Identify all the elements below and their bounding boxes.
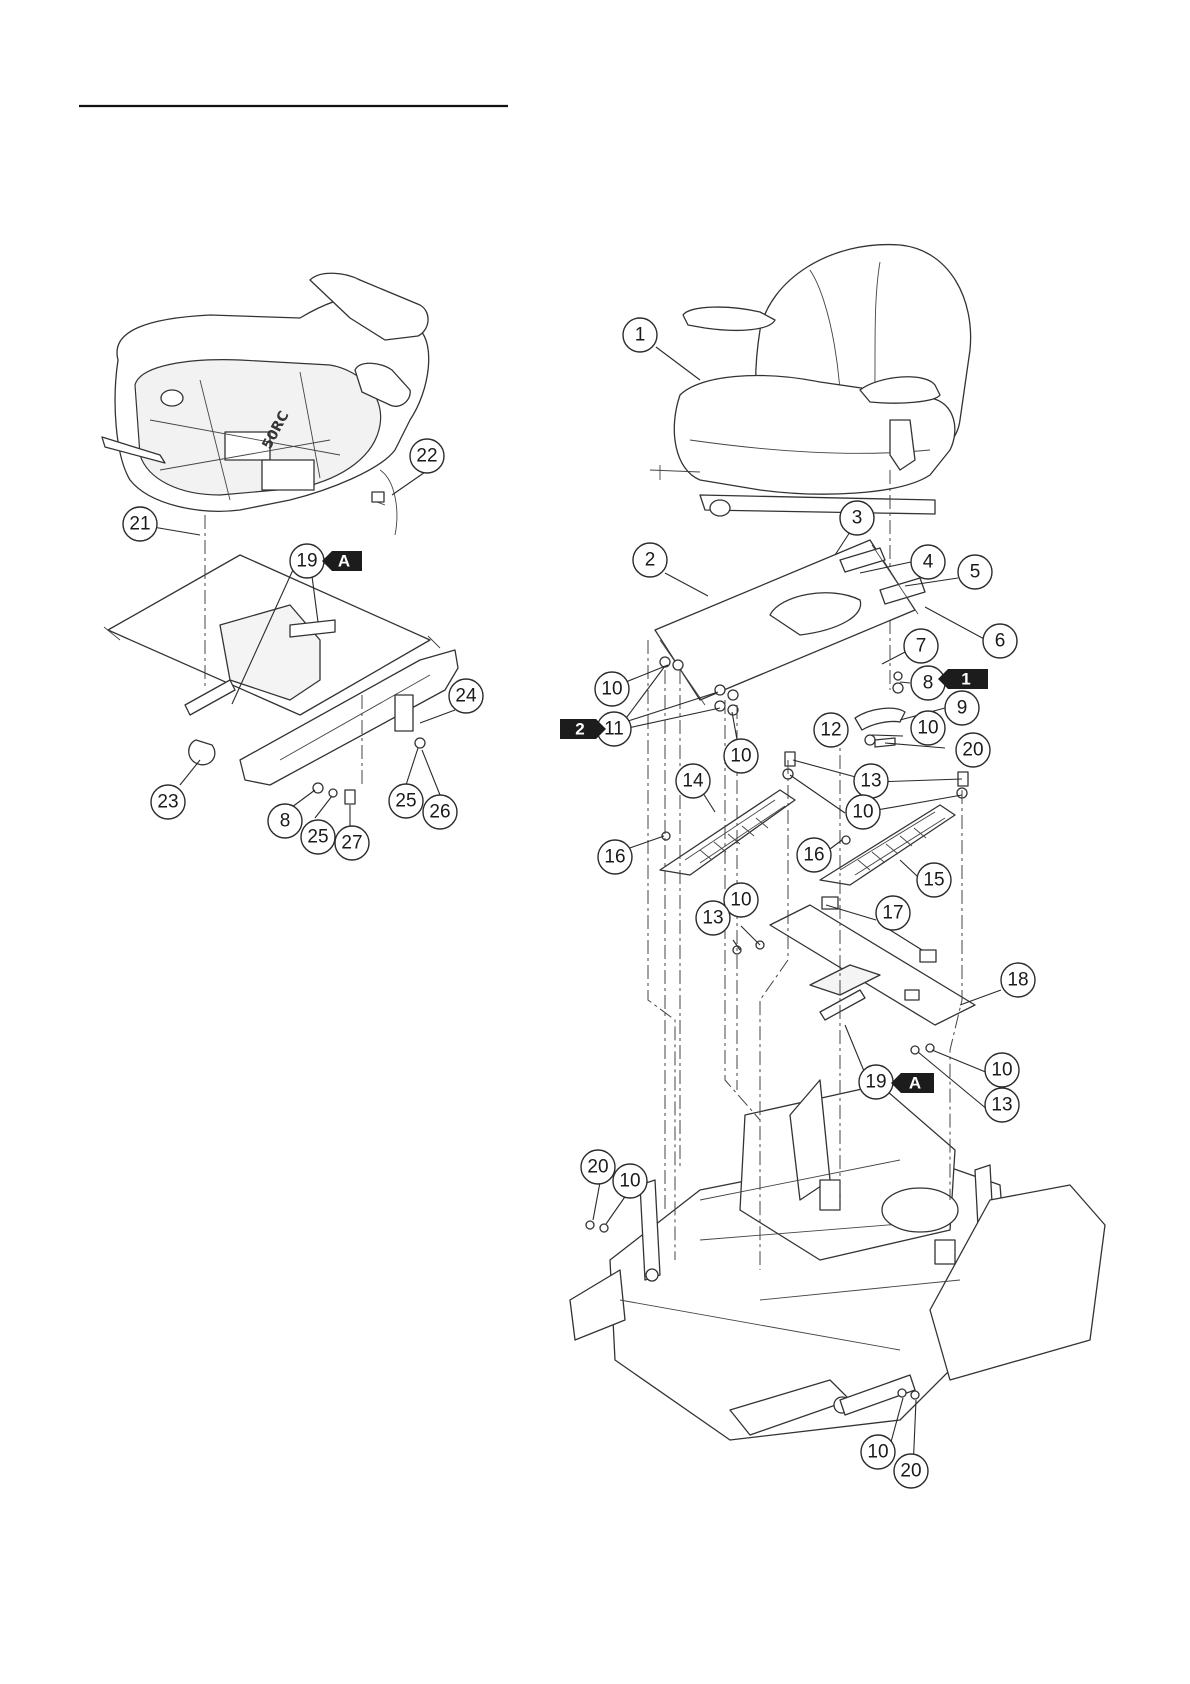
svg-text:A: A: [338, 552, 350, 571]
svg-text:9: 9: [957, 698, 968, 719]
callout-20-b: 20: [581, 1150, 615, 1184]
svg-text:A: A: [909, 1074, 921, 1093]
flag-1: 1: [938, 669, 988, 689]
svg-text:1: 1: [635, 325, 646, 346]
callout-26: 26: [423, 795, 457, 829]
callout-2: 2: [633, 543, 667, 577]
callout-17: 17: [876, 896, 910, 930]
callout-20-a: 20: [956, 733, 990, 767]
svg-text:4: 4: [923, 552, 934, 573]
callout-9: 9: [945, 691, 979, 725]
callout-10-f: 10: [985, 1053, 1019, 1087]
callout-8-right: 8: [911, 666, 945, 700]
svg-text:10: 10: [730, 890, 751, 911]
callout-19-b: 19: [859, 1065, 893, 1099]
svg-text:16: 16: [604, 847, 625, 868]
svg-text:10: 10: [867, 1442, 888, 1463]
svg-text:13: 13: [991, 1095, 1012, 1116]
callout-8-left: 8: [268, 804, 302, 838]
callout-25-a: 25: [389, 784, 423, 818]
svg-text:23: 23: [157, 792, 178, 813]
callout-23: 23: [151, 785, 185, 819]
flag-a-top: A: [322, 551, 362, 571]
svg-text:8: 8: [923, 673, 934, 694]
svg-text:26: 26: [429, 802, 450, 823]
frame: [570, 1080, 1105, 1440]
left-seat-plate: [104, 515, 458, 804]
svg-text:12: 12: [820, 720, 841, 741]
svg-text:13: 13: [860, 771, 881, 792]
left-seat-underside: 50RC: [102, 273, 429, 535]
svg-text:13: 13: [702, 908, 723, 929]
svg-text:10: 10: [991, 1060, 1012, 1081]
svg-text:2: 2: [575, 720, 584, 739]
callout-25-b: 25: [301, 820, 335, 854]
svg-text:20: 20: [900, 1461, 921, 1482]
svg-text:22: 22: [416, 446, 437, 467]
callout-10-g: 10: [613, 1164, 647, 1198]
svg-text:17: 17: [882, 903, 903, 924]
svg-text:21: 21: [129, 514, 150, 535]
callout-19-a: 19: [290, 544, 324, 578]
callout-13-a: 13: [854, 764, 888, 798]
callout-15: 15: [917, 863, 951, 897]
svg-text:10: 10: [852, 802, 873, 823]
callout-6: 6: [983, 624, 1017, 658]
seat-plate: [655, 540, 925, 705]
svg-text:20: 20: [587, 1157, 608, 1178]
svg-text:10: 10: [619, 1171, 640, 1192]
callout-1: 1: [623, 318, 657, 352]
svg-text:25: 25: [395, 791, 416, 812]
callout-14: 14: [676, 764, 710, 798]
callout-10-d: 10: [846, 795, 880, 829]
svg-text:25: 25: [307, 827, 328, 848]
svg-text:10: 10: [601, 679, 622, 700]
callout-16-b: 16: [797, 838, 831, 872]
svg-text:8: 8: [280, 811, 291, 832]
callout-12: 12: [814, 713, 848, 747]
callout-3: 3: [840, 501, 874, 535]
svg-text:10: 10: [730, 746, 751, 767]
svg-text:19: 19: [865, 1072, 886, 1093]
callout-24: 24: [449, 679, 483, 713]
callout-5: 5: [958, 555, 992, 589]
svg-text:5: 5: [970, 562, 981, 583]
flag-a-bottom: A: [891, 1073, 934, 1093]
svg-text:11: 11: [604, 719, 624, 740]
svg-text:14: 14: [682, 771, 704, 792]
callout-21: 21: [123, 507, 157, 541]
svg-text:1: 1: [961, 670, 970, 689]
svg-text:19: 19: [296, 551, 317, 572]
callout-10-b: 10: [724, 739, 758, 773]
callout-7: 7: [904, 629, 938, 663]
callout-22: 22: [410, 439, 444, 473]
svg-text:18: 18: [1007, 970, 1028, 991]
callout-4: 4: [911, 545, 945, 579]
callout-16-a: 16: [598, 840, 632, 874]
svg-text:6: 6: [995, 631, 1006, 652]
slide-bracket: [733, 897, 975, 1054]
callout-13-b: 13: [696, 901, 730, 935]
svg-text:3: 3: [852, 508, 863, 529]
svg-text:7: 7: [916, 636, 927, 657]
callout-20-c: 20: [894, 1454, 928, 1488]
callout-27: 27: [335, 826, 369, 860]
callout-10-c: 10: [911, 711, 945, 745]
callout-18: 18: [1001, 963, 1035, 997]
callout-10-h: 10: [861, 1435, 895, 1469]
svg-text:15: 15: [923, 870, 944, 891]
svg-text:2: 2: [645, 550, 656, 571]
callout-10-a: 10: [595, 672, 629, 706]
svg-text:24: 24: [455, 686, 477, 707]
svg-text:27: 27: [341, 833, 362, 854]
svg-text:16: 16: [803, 845, 824, 866]
callout-13-c: 13: [985, 1088, 1019, 1122]
svg-text:20: 20: [962, 740, 983, 761]
svg-text:10: 10: [917, 718, 938, 739]
